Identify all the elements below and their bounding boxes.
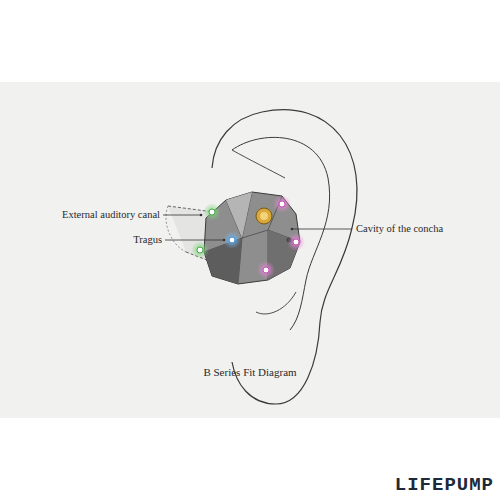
antitragus-line xyxy=(256,292,296,314)
leader-line xyxy=(165,240,224,241)
facet-light xyxy=(226,192,252,238)
contact-point xyxy=(263,267,269,273)
background-panel xyxy=(0,82,500,418)
contact-point xyxy=(191,241,209,259)
part-label: External auditory canal xyxy=(62,209,160,222)
contact-point xyxy=(293,239,299,245)
nozzle xyxy=(256,208,272,224)
nozzle-core xyxy=(260,212,268,220)
leader-dot xyxy=(200,214,203,217)
crus-line xyxy=(232,150,285,178)
canal-opening xyxy=(166,206,186,252)
leader-dot xyxy=(223,239,226,242)
caption: B Series Fit Diagram xyxy=(203,366,296,379)
leader-dot xyxy=(291,228,294,231)
watermark: LIFEPUMP xyxy=(395,474,494,497)
contact-point xyxy=(223,231,241,249)
contact-point xyxy=(203,203,221,221)
contact-point xyxy=(257,261,275,279)
leader-line xyxy=(163,215,201,216)
contact-point xyxy=(287,233,305,251)
leader-line xyxy=(292,229,352,230)
part-label: Cavity of the concha xyxy=(356,223,443,236)
contact-point xyxy=(279,201,285,207)
earphone-body xyxy=(204,192,300,284)
contact-point xyxy=(209,209,215,215)
contact-point xyxy=(197,247,203,253)
earphone-facets xyxy=(204,192,300,284)
contact-point xyxy=(273,195,291,213)
part-label: Tragus xyxy=(133,234,162,247)
contact-point xyxy=(229,237,235,243)
